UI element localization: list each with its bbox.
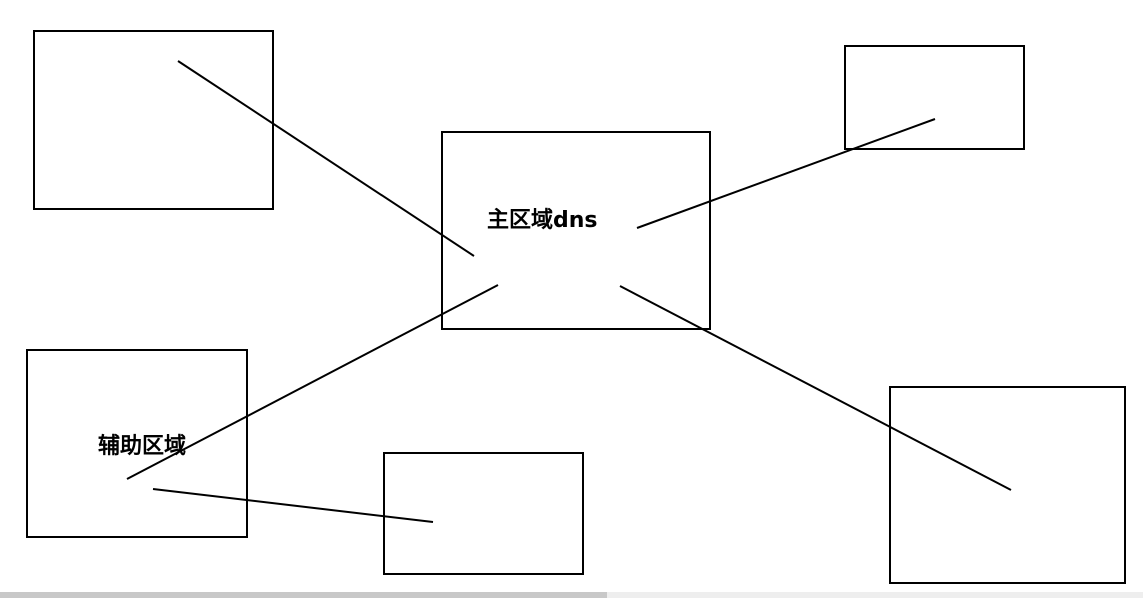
node-top-left	[33, 30, 274, 210]
node-bottom-right	[889, 386, 1126, 584]
node-bottom-middle	[383, 452, 584, 575]
node-top-right	[844, 45, 1025, 150]
link-top-right	[636, 118, 936, 229]
horizontal-scrollbar[interactable]	[0, 592, 1143, 598]
secondary-zone-label: 辅助区域	[98, 433, 186, 459]
node-secondary-zone	[26, 349, 248, 538]
link-bottom-right	[619, 285, 1012, 491]
node-primary-dns	[441, 131, 711, 330]
primary-zone-label: 主区域dns	[487, 207, 598, 233]
link-top-left	[177, 60, 475, 257]
scrollbar-thumb[interactable]	[0, 592, 607, 598]
link-bottom-middle	[152, 488, 434, 523]
link-secondary	[126, 284, 499, 480]
